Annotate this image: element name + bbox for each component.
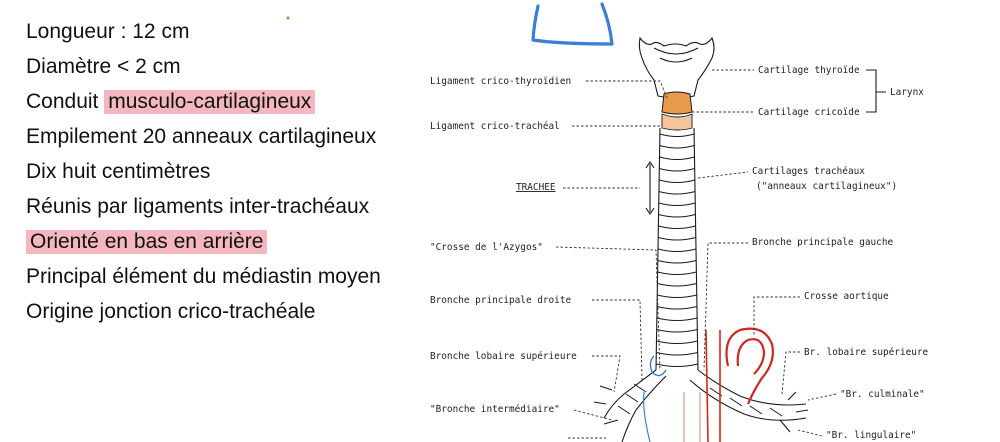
larynx-bracket: [866, 69, 886, 113]
note-mediastin: Principal élément du médiastin moyen: [26, 265, 381, 288]
tracheal-ring: [656, 306, 698, 310]
label-lig-crico-thyroidien: Ligament crico-thyroïdien: [430, 76, 571, 87]
tracheal-ring: [659, 145, 695, 149]
tracheal-ring: [659, 156, 695, 160]
notes-list: Longueur : 12 cm Diamètre < 2 cm Conduit…: [26, 18, 406, 333]
thyroid-notch-lines: [653, 47, 699, 63]
label-lig-crico-tracheal: Ligament crico-trachéal: [430, 121, 560, 132]
leader-lingulaire: [797, 429, 823, 437]
tracheal-ring: [658, 214, 696, 218]
bronchus-ring: [633, 383, 647, 393]
bronchus-ring: [729, 397, 743, 407]
blue-annotation-mark: [531, 2, 614, 46]
note-oriente: Orienté en bas en arrière: [26, 228, 406, 255]
tracheal-ring: [659, 179, 695, 183]
label-bronche-principale-gauche: Bronche principale gauche: [752, 237, 893, 248]
note-conduit: Conduit musculo-cartilagineux: [26, 88, 406, 115]
leader-bronche-droite: [592, 299, 643, 381]
label-br-culminale: "Br. culminale": [840, 389, 925, 400]
tracheal-ring: [657, 283, 697, 287]
bronchus-ring: [769, 407, 783, 417]
leader-culminale: [807, 393, 837, 401]
tracheal-ring: [658, 237, 696, 241]
note-empilement: Empilement 20 anneaux cartilagineux: [26, 125, 377, 148]
tracheal-ring: [656, 329, 698, 333]
leader-lobaire-sup: [592, 355, 621, 393]
label-crosse-aortique: Crosse aortique: [804, 291, 889, 302]
aortic-arch: [725, 327, 774, 405]
leader-trachee-arrow: [645, 161, 655, 215]
cricoid-cartilage: [661, 91, 693, 115]
highlight-musculo-cartilagineux: musculo-cartilagineux: [104, 90, 316, 114]
note-longueur: Longueur : 12 cm: [26, 20, 190, 43]
aorta-descending: [705, 329, 721, 442]
tracheal-ring: [657, 248, 697, 252]
tracheal-ring: [658, 225, 696, 229]
tracheal-ring: [657, 271, 697, 275]
leader-br-lobaire-sup: [781, 351, 800, 395]
label-cartilage-cricoide: Cartilage cricoïde: [758, 107, 860, 118]
tracheal-ring: [657, 260, 697, 264]
esophagus-strip: [683, 392, 701, 442]
label-br-lobaire-superieure: Br. lobaire supérieure: [804, 347, 929, 358]
note-dix-huit: Dix huit centimètres: [26, 160, 211, 183]
trachea-outline: [655, 127, 699, 371]
orange-dot: [286, 16, 290, 20]
leader-crico-thyroidien: [586, 80, 669, 101]
tracheal-ring: [656, 317, 698, 321]
label-crosse-azygos: "Crosse de l'Azygos": [430, 242, 543, 253]
tracheal-ring: [656, 352, 698, 356]
label-trachee: TRACHEE: [516, 182, 556, 193]
left-main-bronchus: [689, 369, 807, 421]
note-origine: Origine jonction crico-trachéale: [26, 300, 316, 323]
bronchus-ring: [625, 393, 639, 403]
tracheal-ring: [659, 168, 695, 172]
tracheal-ring: [657, 294, 697, 298]
leader-cartilages-tracheaux: [697, 171, 749, 179]
tracheal-ring: [659, 133, 695, 137]
label-bronche-principale-droite: Bronche principale droite: [430, 295, 571, 306]
leader-intermediaire: [573, 409, 613, 421]
label-larynx: Larynx: [890, 87, 924, 98]
bronchus-ring: [617, 405, 631, 415]
right-main-bronchus: [603, 369, 667, 442]
tracheal-rings: [655, 133, 699, 367]
label-br-lingulaire: "Br. lingulaire": [826, 430, 916, 441]
bronchus-ring: [749, 405, 763, 415]
highlight-oriente: Orienté en bas en arrière: [26, 230, 268, 254]
leader-azygos: [555, 246, 661, 371]
bronchus-branches: [593, 385, 809, 433]
tracheal-ring: [655, 363, 699, 367]
thyroid-cartilage: [638, 36, 715, 99]
azygos-arch: [649, 355, 667, 377]
label-bronche-intermediaire: "Bronche intermédiaire": [430, 404, 560, 415]
label-cartilages-tracheaux: Cartilages trachéaux: [752, 166, 865, 177]
tracheal-ring: [658, 191, 696, 195]
tracheal-ring: [658, 202, 696, 206]
cricotracheal-ligament: [661, 113, 693, 131]
note-diametre: Diamètre < 2 cm: [26, 55, 181, 78]
tracheal-ring: [656, 340, 698, 344]
azygos-vein: [643, 391, 651, 442]
label-anneaux-cartilagineux: ("anneaux cartilagineux"): [756, 181, 897, 192]
leader-crosse-aortique: [753, 296, 800, 336]
note-ligaments: Réunis par ligaments inter-trachéaux: [26, 195, 370, 218]
note-conduit-prefix: Conduit: [26, 90, 105, 113]
label-bronche-lobaire-superieure: Bronche lobaire supérieure: [430, 351, 577, 362]
label-cartilage-thyroide: Cartilage thyroïde: [758, 65, 860, 76]
